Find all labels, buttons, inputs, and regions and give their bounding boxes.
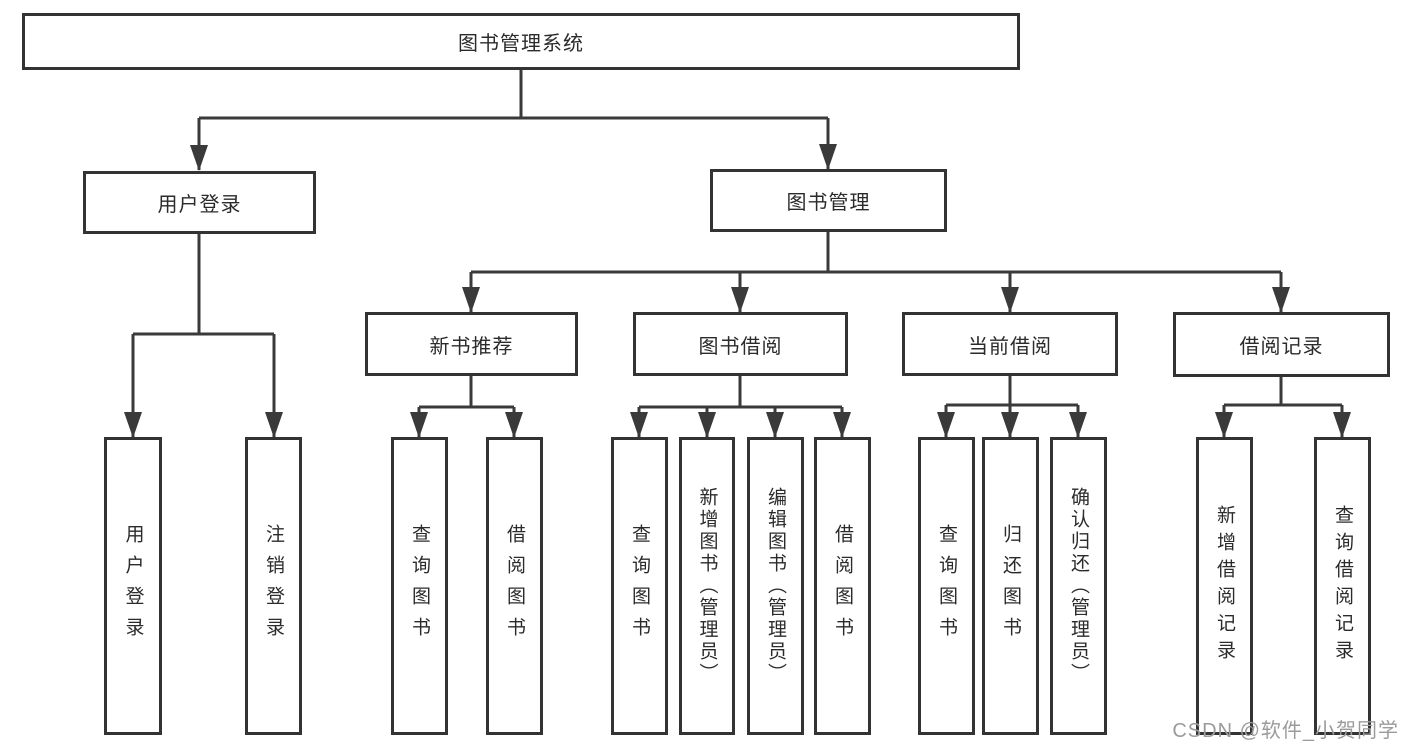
csdn-watermark: CSDN @软件_小贺同学 xyxy=(1172,720,1399,742)
node-book-borrowing: 图书借阅 xyxy=(633,312,848,376)
node-current-borrowing: 当前借阅 xyxy=(902,312,1118,376)
node-new-book-recommend: 新书推荐 xyxy=(365,312,578,376)
leaf-query-books: 查询图书 xyxy=(391,437,448,735)
leaf-add-borrow-record: 新增借阅记录 xyxy=(1196,437,1253,735)
leaf-user-login: 用户登录 xyxy=(104,437,162,735)
node-book-management: 图书管理 xyxy=(710,169,947,232)
arrowheads xyxy=(124,144,1351,438)
leaf-borrow-books: 借阅图书 xyxy=(486,437,543,735)
leaf-edit-books-admin: 编辑图书（管理员） xyxy=(747,437,804,735)
leaf-logout: 注销登录 xyxy=(245,437,302,735)
node-borrow-records: 借阅记录 xyxy=(1173,312,1390,377)
leaf-add-books-admin: 新增图书（管理员） xyxy=(679,437,735,735)
node-library-system: 图书管理系统 xyxy=(22,13,1020,70)
node-user-login: 用户登录 xyxy=(83,171,316,234)
leaf-confirm-return-admin: 确认归还（管理员） xyxy=(1050,437,1107,735)
leaf-return-books: 归还图书 xyxy=(982,437,1039,735)
leaf-query-borrow-record: 查询借阅记录 xyxy=(1314,437,1371,735)
leaf-query-books: 查询图书 xyxy=(918,437,975,735)
leaf-borrow-books: 借阅图书 xyxy=(814,437,871,735)
leaf-query-books: 查询图书 xyxy=(611,437,668,735)
